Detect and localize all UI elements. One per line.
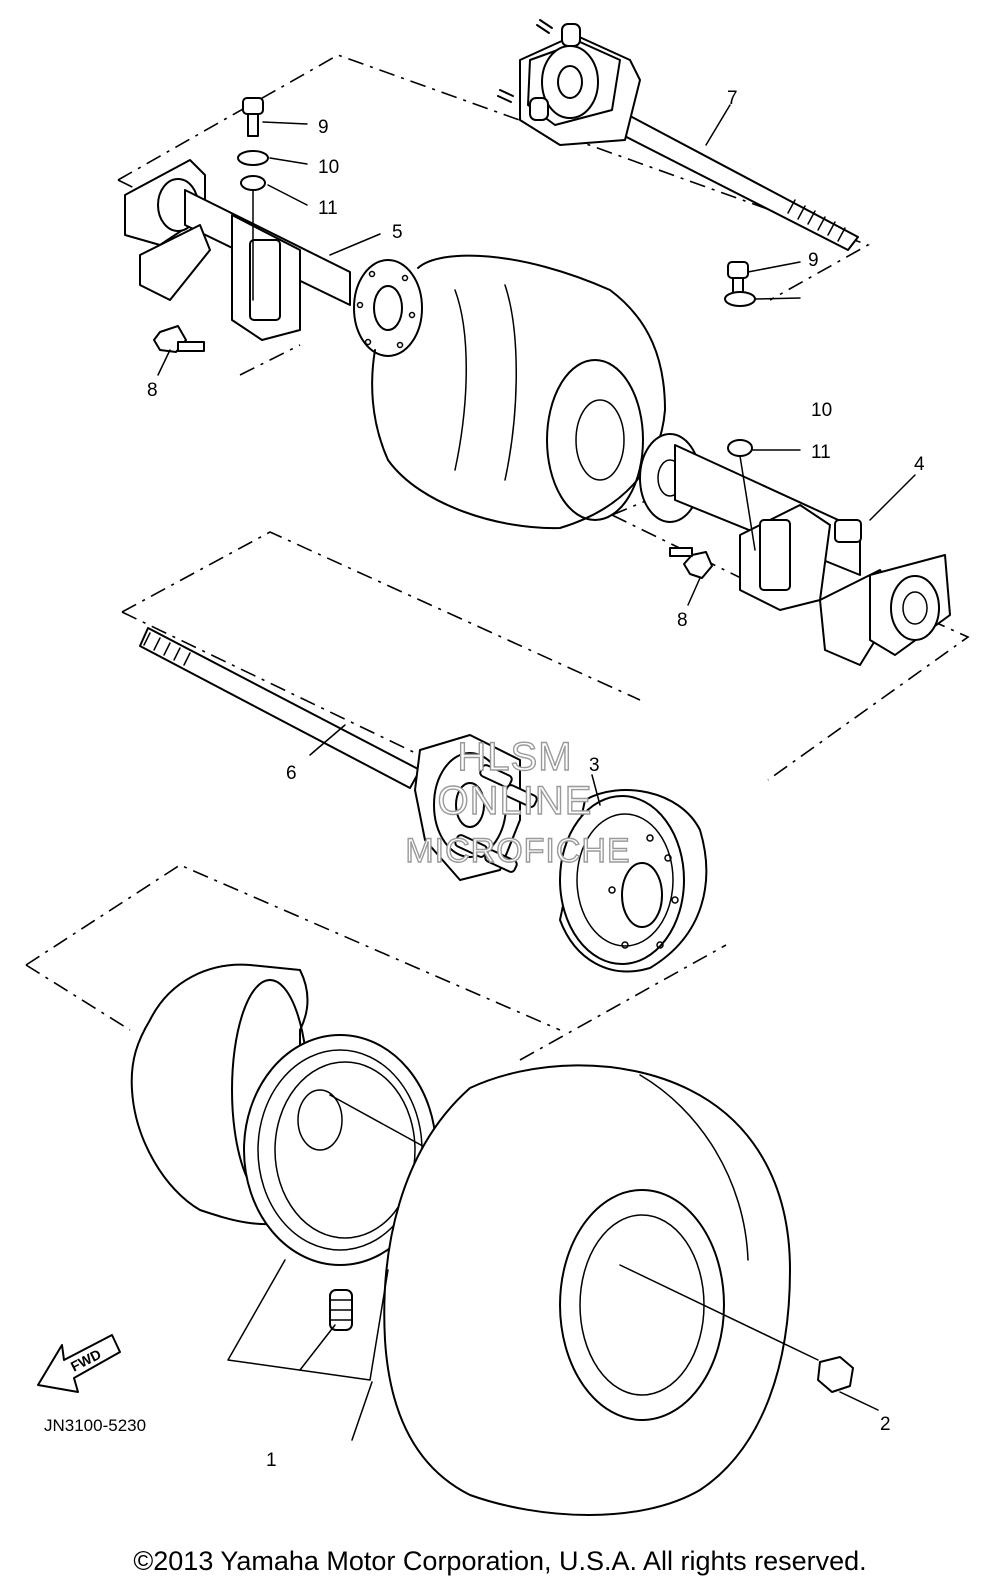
callout-10-left: 10: [318, 157, 339, 178]
watermark-line-2: ONLINE: [438, 779, 593, 823]
callout-8-left: 8: [147, 380, 158, 401]
lug-nut: [817, 1356, 854, 1393]
part-callouts: 9 10 11 5 7 8 9 10 11 4 8 6 3 1 2: [147, 88, 925, 1471]
axle-shaft-upper: [497, 19, 859, 251]
hardware-left: [153, 97, 269, 353]
copyright-notice: ©2013 Yamaha Motor Corporation, U.S.A. A…: [133, 1546, 867, 1576]
tire-phantom-background: [371, 254, 666, 530]
valve-stem: [329, 1289, 353, 1331]
callout-9-right: 9: [808, 250, 819, 271]
callout-4: 4: [914, 454, 925, 475]
callout-10-right: 10: [811, 400, 832, 421]
axle-housing-right: [639, 433, 951, 666]
callout-9-left: 9: [318, 117, 329, 138]
callout-8-right: 8: [677, 610, 688, 631]
callout-3: 3: [589, 755, 600, 776]
hardware-right: [669, 261, 756, 579]
watermark-line-1: HLSM: [457, 735, 572, 779]
callout-7: 7: [727, 88, 738, 109]
callout-1: 1: [266, 1450, 277, 1471]
axle-housing-left: [124, 159, 423, 357]
brake-drum: [559, 789, 708, 973]
forward-arrow-icon: FWD: [37, 1334, 121, 1393]
axle-shaft-lower: [139, 627, 538, 881]
drawing-code: JN3100-5230: [44, 1416, 146, 1435]
callout-6: 6: [286, 763, 297, 784]
watermark: HLSM ONLINE MICROFICHE: [405, 734, 631, 870]
callout-11-right: 11: [811, 442, 831, 463]
tire: [383, 1064, 819, 1516]
watermark-line-3: MICROFICHE: [405, 832, 630, 870]
callout-5: 5: [392, 222, 403, 243]
wheel-rim: [130, 963, 437, 1266]
callout-2: 2: [880, 1414, 891, 1435]
leader-lines: [157, 104, 916, 1441]
callout-11-left: 11: [318, 198, 338, 219]
